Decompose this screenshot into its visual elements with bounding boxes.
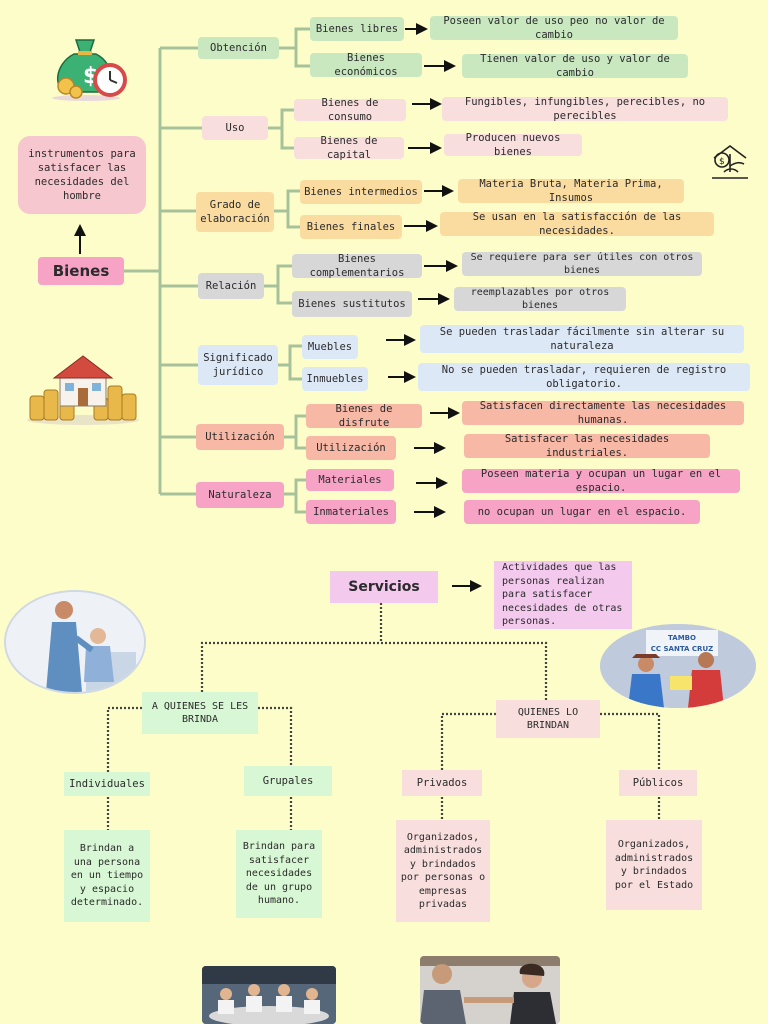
desc-individuales: Brindan a una persona en un tiempo y esp… (64, 830, 150, 922)
desc-bienes-libres: Poseen valor de uso peo no valor de camb… (430, 15, 678, 41)
desc-bienes-intermedios: Materia Bruta, Materia Prima, Insumos (458, 178, 684, 204)
item-bienes-economicos: Bienes económicos (310, 52, 422, 78)
desc-bienes-economicos: Tienen valor de uso y valor de cambio (462, 53, 688, 79)
item-inmuebles: Inmuebles (302, 367, 368, 391)
item-bienes-intermedios: Bienes intermedios (300, 180, 422, 204)
desc-grupales: Brindan para satisfacer necesidades de u… (236, 830, 322, 918)
item-inmateriales: Inmateriales (306, 500, 396, 524)
nurse-photo (4, 590, 146, 694)
bienes-tree-lines (124, 27, 310, 514)
desc-bienes-disfrute: Satisfacen directamente las necesidades … (462, 400, 744, 426)
item-bienes-sustitutos: Bienes sustitutos (292, 291, 412, 317)
servicios-title: Servicios (330, 571, 438, 603)
desc-bienes-sustitutos: reemplazables por otros bienes (454, 287, 626, 311)
item-muebles: Muebles (302, 335, 358, 359)
a-quienes-se-les-brinda: A QUIENES SE LES BRINDA (142, 692, 258, 734)
desc-materiales: Poseen materia y ocupan un lugar en el e… (462, 468, 740, 494)
svg-text:TAMBO: TAMBO (668, 634, 696, 642)
savings-icon: $ (708, 140, 752, 182)
desc-bienes-consumo: Fungibles, infungibles, perecibles, no p… (442, 96, 728, 122)
servicios-tree-lines (106, 603, 661, 830)
desc-inmateriales: no ocupan un lugar en el espacio. (464, 500, 700, 524)
handshake-photo (420, 956, 560, 1024)
desc-inmuebles: No se pueden trasladar, requieren de reg… (418, 363, 750, 391)
category-relacion: Relación (198, 273, 264, 299)
svg-text:$: $ (719, 157, 725, 167)
type-privados: Privados (402, 770, 482, 796)
item-utilizacion: Utilización (306, 436, 396, 460)
money-bag-icon: $ (46, 34, 130, 102)
quienes-lo-brindan: QUIENES LO BRINDAN (496, 700, 600, 738)
house-coins-icon (24, 350, 142, 426)
item-bienes-capital: Bienes de capital (294, 135, 404, 161)
svg-text:CC SANTA CRUZ: CC SANTA CRUZ (651, 645, 713, 653)
desc-bienes-capital: Producen nuevos bienes (444, 132, 582, 158)
meeting-photo (202, 966, 336, 1024)
desc-privados: Organizados, administrados y brindados p… (396, 820, 490, 922)
tambo-photo: TAMBO CC SANTA CRUZ (600, 624, 756, 708)
bienes-title: Bienes (38, 257, 124, 285)
bienes-definition: instrumentos para satisfacer las necesid… (18, 136, 146, 214)
item-bienes-finales: Bienes finales (300, 215, 402, 239)
category-grado-elaboracion: Grado de elaboración (196, 192, 274, 232)
item-bienes-complementarios: Bienes complementarios (292, 253, 422, 279)
desc-muebles: Se pueden trasladar fácilmente sin alter… (420, 325, 744, 353)
desc-utilizacion: Satisfacer las necesidades industriales. (464, 433, 710, 459)
type-individuales: Individuales (64, 772, 150, 796)
category-obtencion: Obtención (198, 37, 279, 59)
desc-bienes-finales: Se usan en la satisfacción de las necesi… (440, 211, 714, 237)
desc-publicos: Organizados, administrados y brindados p… (606, 820, 702, 910)
type-grupales: Grupales (244, 766, 332, 796)
category-significado-juridico: Significado jurídico (198, 345, 278, 385)
item-bienes-disfrute: Bienes de disfrute (306, 403, 422, 429)
bienes-arrows (74, 23, 482, 592)
item-materiales: Materiales (306, 469, 394, 491)
category-uso: Uso (202, 116, 268, 140)
category-naturaleza: Naturaleza (196, 482, 284, 508)
category-utilizacion: Utilización (196, 424, 284, 450)
desc-bienes-complementarios: Se requiere para ser útiles con otros bi… (462, 252, 702, 276)
item-bienes-consumo: Bienes de consumo (294, 97, 406, 123)
type-publicos: Públicos (619, 770, 697, 796)
item-bienes-libres: Bienes libres (310, 17, 404, 41)
servicios-definition: Actividades que las personas realizan pa… (494, 561, 632, 629)
